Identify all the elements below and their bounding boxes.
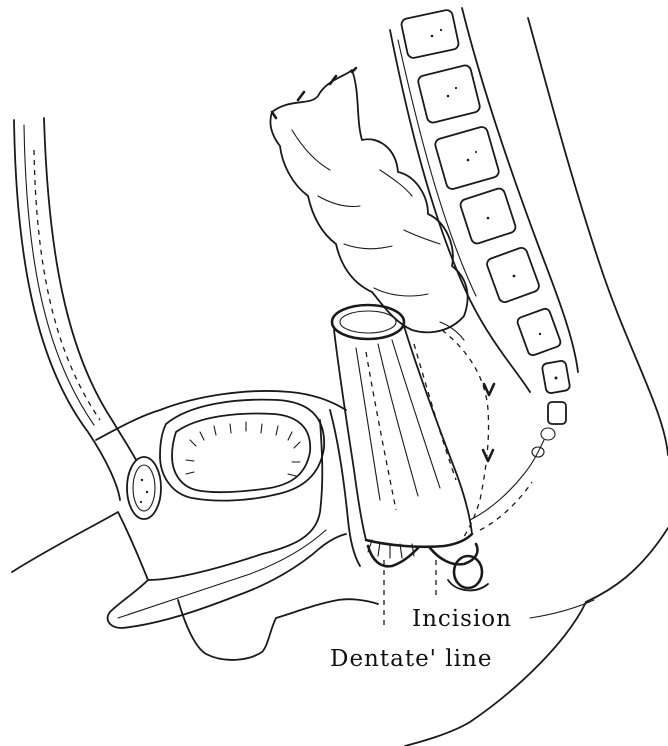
dissection-line (440, 322, 544, 540)
body-outline-back (405, 18, 668, 746)
incision-label: Incision (412, 606, 512, 632)
rectal-stump (332, 305, 472, 547)
bladder (160, 400, 324, 501)
pubic-bone (127, 457, 161, 519)
dentate-line-label: Dentate' line (330, 646, 492, 672)
sigmoid-colon (270, 68, 467, 332)
abdominal-wall (14, 118, 136, 500)
